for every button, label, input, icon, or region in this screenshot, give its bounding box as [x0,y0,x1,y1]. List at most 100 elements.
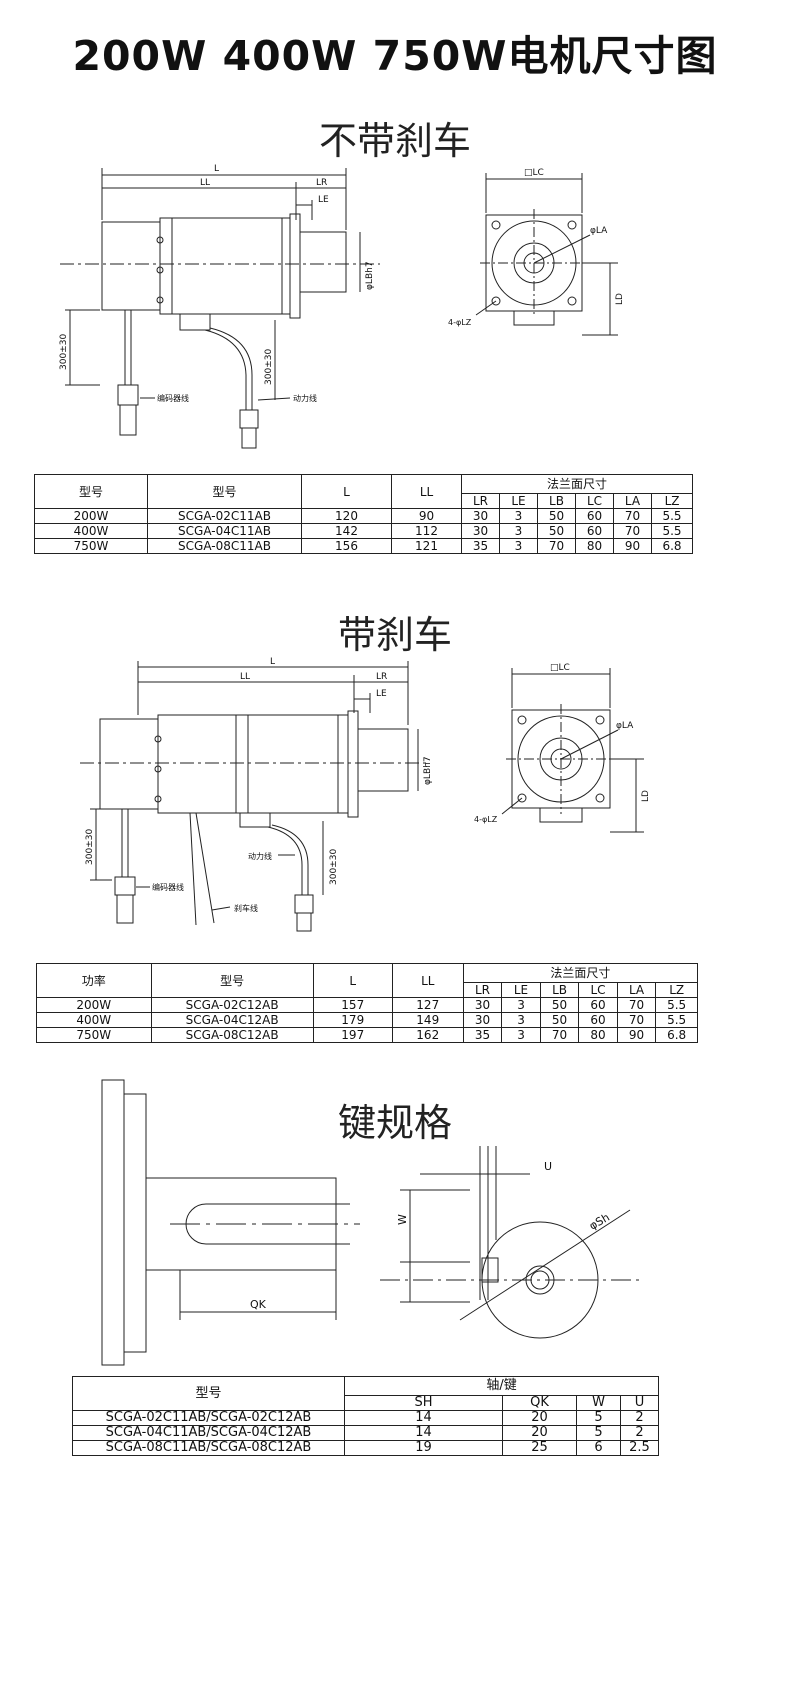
section-title-brake: 带刹车 [337,613,452,657]
cell: 112 [391,523,462,539]
cell: 179 [312,1012,393,1028]
header-QK: QK [502,1395,577,1411]
cell: SCGA-08C12AB [150,1027,314,1043]
cell: 90 [613,538,652,554]
dim-LC-label-brake: □LC [550,663,570,673]
cell: 162 [391,1027,464,1043]
cable-length-label-brake-2: 300±30 [329,849,339,885]
front-view-drawing-no-brake: □LC φLA LD 4-φLZ [448,168,625,336]
brake-wire-label: 刹车线 [234,903,258,913]
spec-table-key: 型号 轴/键 SH QK W U SCGA-02C11AB/SCGA-02C12… [72,1376,660,1456]
cell: 30 [461,508,500,524]
cell: 142 [301,523,392,539]
cell: 60 [575,523,614,539]
front-view-drawing-brake: □LC φLA LD 4-φLZ [474,663,651,833]
cell: 3 [501,1012,541,1028]
header-model: 型号 [72,1376,345,1411]
header-LZ: LZ [650,493,694,509]
dim-L-label-brake: L [270,657,275,667]
cell: 19 [344,1440,503,1456]
cell: 70 [539,1027,580,1043]
cell: 60 [575,508,614,524]
dim-LL-label: LL [200,178,210,188]
shaft-front-drawing: U W φSh [380,1146,640,1339]
header-LA: LA [616,982,657,998]
cell: 70 [616,1012,657,1028]
cell: 35 [461,538,500,554]
cell: 30 [461,523,500,539]
cell: 30 [462,997,503,1013]
header-LE: LE [501,982,541,998]
cable-length-label: 300±30 [59,334,69,370]
header-LC: LC [578,982,618,998]
cell: 50 [539,1012,580,1028]
header-flange: 法兰面尺寸 [462,963,699,983]
cell: 3 [501,997,541,1013]
cell: 2 [619,1410,660,1426]
cell: 14 [344,1410,503,1426]
encoder-wire-label-brake: 编码器线 [152,882,184,892]
header-L: L [301,474,392,509]
cell: 25 [502,1440,577,1456]
cell: 3 [499,508,538,524]
header-LC: LC [575,493,614,509]
cell: 6 [576,1440,621,1456]
section-title-key: 键规格 [337,1101,452,1145]
cell: 6.8 [650,538,694,554]
cell: 400W [36,1012,152,1028]
shaft-side-drawing: QK [101,1079,360,1366]
cell: 5 [576,1410,621,1426]
dim-LB-label-brake: φLBh7 [423,756,433,785]
header-shaft-key: 轴/键 [343,1376,660,1396]
cell: 5.5 [655,1012,698,1028]
dim-LC-label: □LC [524,168,544,178]
cell: 5 [576,1425,621,1441]
cell: SCGA-04C12AB [150,1012,314,1028]
cell: 70 [613,523,652,539]
cable-length-label-brake: 300±30 [85,829,95,865]
cell: 157 [312,997,393,1013]
cell: 60 [578,1012,618,1028]
cell: 30 [462,1012,503,1028]
cable-length-label-2: 300±30 [264,349,274,385]
header-LE: LE [499,493,538,509]
header-LR: LR [461,493,500,509]
cell: 14 [344,1425,503,1441]
cell: 90 [616,1027,657,1043]
cell: 20 [502,1425,577,1441]
header-flange: 法兰面尺寸 [460,474,694,494]
header-W: W [576,1395,621,1411]
cell: 6.8 [655,1027,698,1043]
cell: 200W [36,997,152,1013]
cell: 149 [391,1012,464,1028]
header-model-2: 型号 [147,474,302,509]
page-title: 200W 400W 750W电机尺寸图 [72,32,718,80]
cell: 121 [391,538,462,554]
header-model: 型号 [34,474,148,509]
header-LZ: LZ [655,982,698,998]
header-LL: LL [391,963,464,998]
header-SH: SH [344,1395,503,1411]
dim-U-label: U [544,1160,552,1173]
dim-LD-label: LD [615,293,625,305]
header-LR: LR [462,982,503,998]
dim-LB-label: φLBh7 [365,261,375,290]
cell: 3 [501,1027,541,1043]
header-LA: LA [613,493,652,509]
cell: 3 [499,538,538,554]
cell: 50 [537,523,576,539]
cell: 2.5 [619,1440,660,1456]
cell: SCGA-02C11AB [147,508,302,524]
cell: 197 [312,1027,393,1043]
side-view-drawing-brake: L LL LR LE φLBh7 300±30 300±30 编码器线 动力线 … [80,657,433,932]
cell: SCGA-02C11AB/SCGA-02C12AB [72,1410,345,1426]
cell: 5.5 [650,508,694,524]
cell: 5.5 [655,997,698,1013]
cell: 70 [537,538,576,554]
